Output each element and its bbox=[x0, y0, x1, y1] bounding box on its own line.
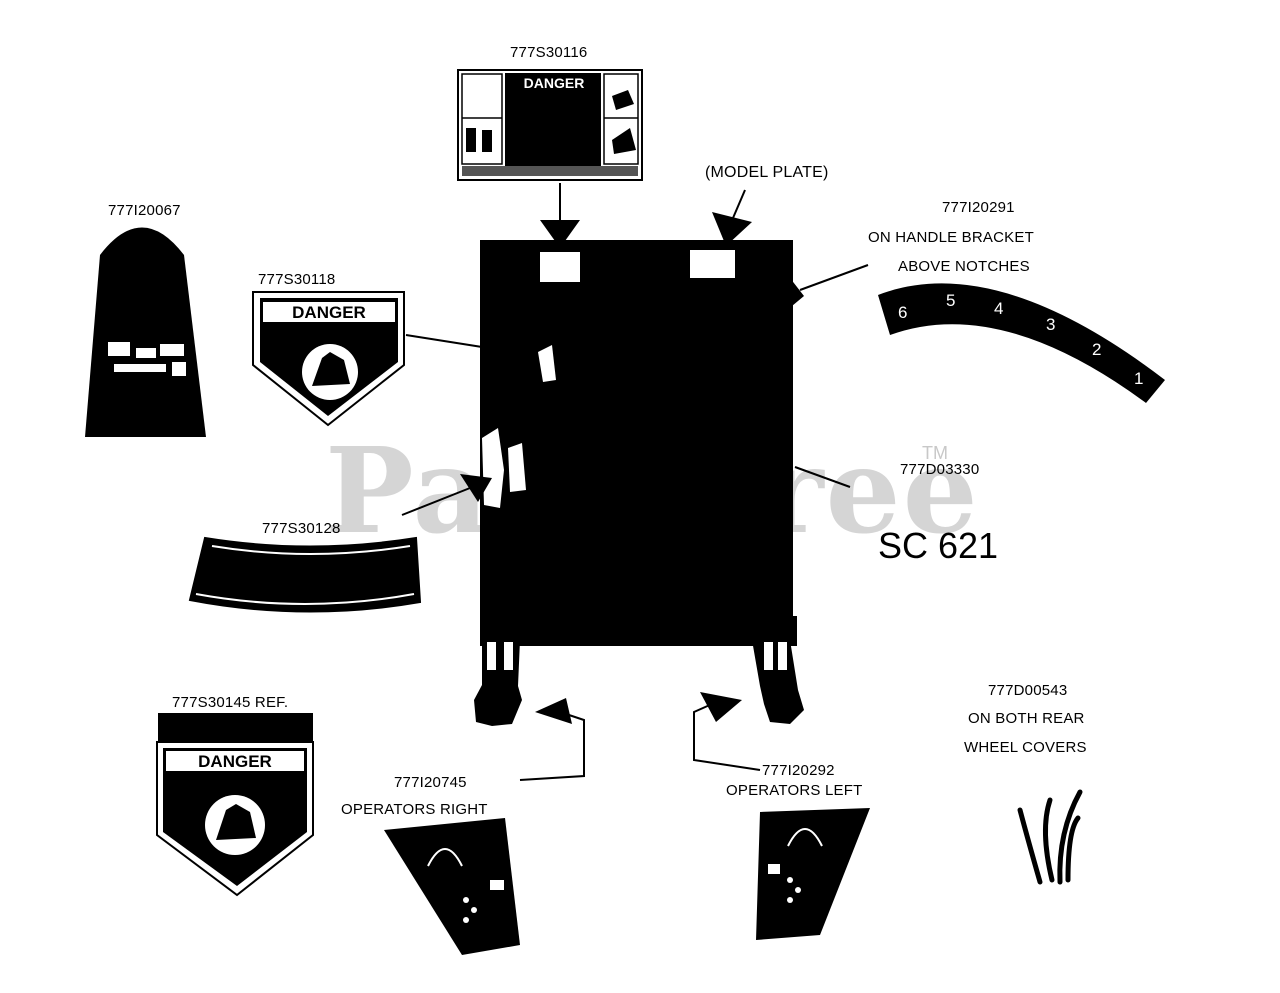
operators-left-label: OPERATORS LEFT bbox=[726, 782, 863, 799]
danger-decal-top: DANGER bbox=[457, 69, 643, 181]
arrowheads bbox=[460, 212, 804, 724]
leader-lines bbox=[401, 183, 869, 781]
handle-bracket-note-1: ON HANDLE BRACKET bbox=[868, 229, 1034, 246]
machine-body bbox=[480, 240, 797, 646]
trademark-mark: TM bbox=[922, 443, 948, 463]
part-label-777s30116: 777S30116 bbox=[510, 44, 588, 61]
wheel-cover-note-1: ON BOTH REAR bbox=[968, 710, 1085, 727]
part-label-777d03330: 777D03330 bbox=[900, 461, 980, 478]
part-label-777s30145: 777S30145 REF. bbox=[172, 694, 289, 711]
operators-right-label: OPERATORS RIGHT bbox=[341, 801, 488, 818]
grass-icon bbox=[1017, 789, 1083, 885]
notch-5: 5 bbox=[946, 291, 955, 310]
part-label-777i20745: 777I20745 bbox=[394, 774, 467, 791]
wheel-cover-note-2: WHEEL COVERS bbox=[964, 739, 1087, 756]
danger-decal-left: DANGER bbox=[252, 291, 405, 427]
part-label-777i20067: 777I20067 bbox=[108, 202, 181, 219]
notch-3: 3 bbox=[1046, 315, 1055, 334]
notch-1: 1 bbox=[1134, 369, 1143, 388]
curved-decal bbox=[188, 536, 422, 613]
operators-left-decal bbox=[756, 808, 870, 940]
handle-bracket-note-2: ABOVE NOTCHES bbox=[898, 258, 1030, 275]
tall-decal-left bbox=[85, 227, 206, 437]
notch-6: 6 bbox=[898, 303, 907, 322]
model-plate-label: (MODEL PLATE) bbox=[705, 164, 829, 181]
model-name-decal: SC 621 bbox=[878, 525, 999, 566]
notch-4: 4 bbox=[994, 299, 1003, 318]
part-label-777i20292: 777I20292 bbox=[762, 762, 835, 779]
part-label-777i20291: 777I20291 bbox=[942, 199, 1015, 216]
handles bbox=[474, 640, 804, 726]
danger-ref-word: DANGER bbox=[198, 752, 272, 771]
part-label-777d00543: 777D00543 bbox=[988, 682, 1068, 699]
operators-right-decal bbox=[384, 818, 520, 955]
danger-left-word: DANGER bbox=[292, 303, 366, 322]
part-label-777s30128: 777S30128 bbox=[262, 520, 341, 537]
danger-top-word: DANGER bbox=[524, 75, 585, 91]
danger-decal-ref: DANGER bbox=[156, 713, 314, 897]
notch-decal: 6 5 4 3 2 1 bbox=[878, 283, 1165, 403]
part-label-777s30118: 777S30118 bbox=[258, 271, 336, 288]
notch-2: 2 bbox=[1092, 340, 1101, 359]
